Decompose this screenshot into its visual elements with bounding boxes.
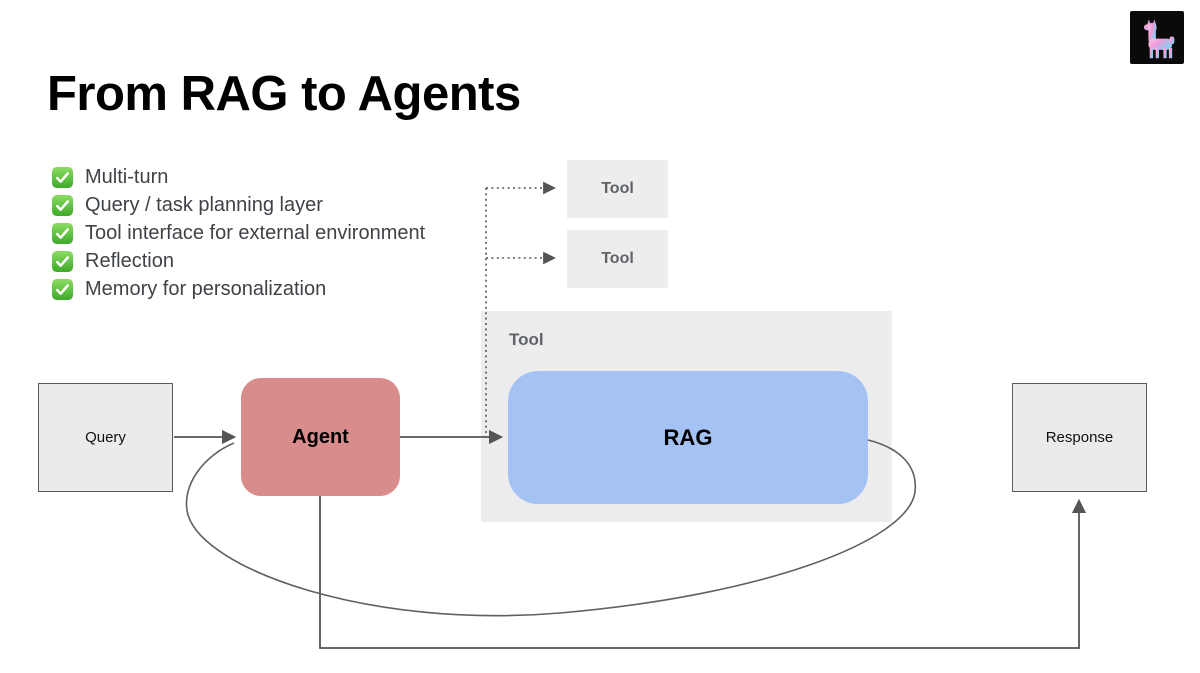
llama-logo xyxy=(1130,11,1184,64)
agent-node-label: Agent xyxy=(292,425,349,448)
response-node: Response xyxy=(1012,383,1147,492)
checklist-item: Tool interface for external environment xyxy=(52,219,425,247)
query-node: Query xyxy=(38,383,173,492)
slide-title: From RAG to Agents xyxy=(47,67,521,121)
checklist-item-label: Tool interface for external environment xyxy=(85,221,426,244)
tool-node-1: Tool xyxy=(567,160,668,218)
tool-container: Tool RAG xyxy=(481,311,892,522)
checklist-item-label: Reflection xyxy=(85,249,174,272)
checklist-item: Query / task planning layer xyxy=(52,191,425,219)
rag-node-label: RAG xyxy=(663,424,713,450)
feature-checklist: Multi-turn Query / task planning layer T… xyxy=(52,163,425,303)
checklist-item-label: Multi-turn xyxy=(85,165,169,188)
checklist-item-label: Query / task planning layer xyxy=(85,193,323,216)
agent-node: Agent xyxy=(241,378,400,496)
tool-node-1-label: Tool xyxy=(601,180,634,197)
checklist-item: Memory for personalization xyxy=(52,275,425,303)
green-check-icon xyxy=(52,222,73,244)
green-check-icon xyxy=(52,194,73,216)
checklist-item-label: Memory for personalization xyxy=(85,277,327,300)
checklist-item: Reflection xyxy=(52,247,425,275)
tool-container-label: Tool xyxy=(509,330,544,349)
rag-node: RAG xyxy=(508,371,868,504)
green-check-icon xyxy=(52,250,73,272)
query-node-label: Query xyxy=(85,429,126,446)
response-node-label: Response xyxy=(1045,429,1114,446)
tool-node-2: Tool xyxy=(567,230,668,288)
checklist-item: Multi-turn xyxy=(52,163,425,191)
green-check-icon xyxy=(52,166,73,188)
llama-icon xyxy=(1144,18,1175,58)
tool-node-2-label: Tool xyxy=(601,250,634,267)
green-check-icon xyxy=(52,278,73,300)
